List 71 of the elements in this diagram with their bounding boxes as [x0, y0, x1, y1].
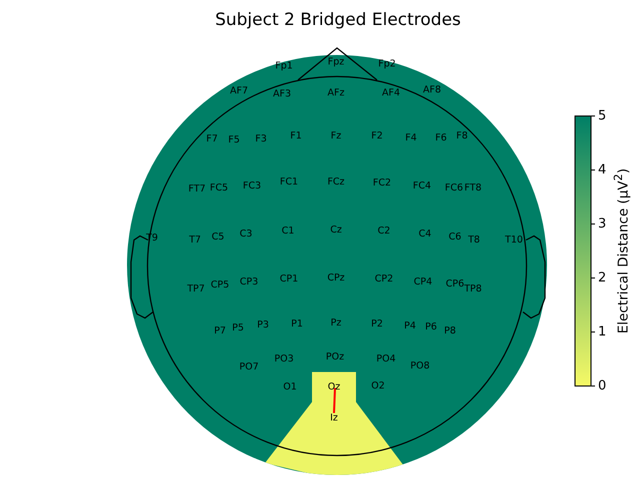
electrode-label: F6: [435, 133, 447, 143]
electrode-label: C4: [418, 229, 432, 239]
electrode-label: P3: [257, 320, 269, 330]
electrode-label: CP3: [240, 277, 258, 287]
electrode-label: T10: [505, 235, 523, 245]
electrode-label: AF3: [273, 89, 291, 99]
electrode-label: TP7: [187, 284, 205, 294]
tick-label: 2: [598, 272, 606, 284]
electrode-label: CP2: [374, 274, 394, 284]
electrode-label: C2: [378, 226, 390, 236]
electrode-label: AF4: [382, 88, 400, 98]
electrode-label: CP4: [414, 277, 432, 287]
electrode-label: PO3: [274, 354, 294, 364]
electrode-label: C5: [212, 232, 224, 242]
electrode-label: Oz: [328, 382, 340, 392]
electrode-label: CPz: [327, 273, 345, 283]
electrode-label: Iz: [330, 413, 338, 423]
tick-label: 0: [598, 380, 606, 392]
electrode-label: FC4: [412, 181, 432, 191]
electrode-label: PO4: [376, 354, 396, 364]
chart-title: Subject 2 Bridged Electrodes: [215, 12, 461, 29]
electrode-label: Fz: [330, 131, 342, 141]
electrode-label: Fp2: [378, 59, 396, 69]
electrode-label: FC1: [280, 177, 298, 187]
electrode-label: P4: [404, 321, 416, 331]
electrode-label: T7: [189, 235, 201, 245]
electrode-label: FC3: [242, 181, 262, 191]
electrode-label: F2: [371, 131, 383, 141]
tick-label: 4: [598, 164, 606, 176]
electrode-label: Pz: [330, 318, 342, 328]
electrode-label: CP1: [280, 274, 298, 284]
electrode-label: F5: [228, 135, 240, 145]
electrode-label: POz: [326, 352, 344, 362]
electrode-label: Fp1: [275, 61, 293, 71]
electrode-label: FT8: [464, 183, 482, 193]
electrode-label: FC5: [210, 183, 228, 193]
electrode-label: P2: [371, 319, 383, 329]
electrode-label: P1: [291, 319, 303, 329]
tick-label: 3: [598, 218, 606, 230]
electrode-label: PO7: [239, 362, 259, 372]
electrode-label: P5: [232, 323, 244, 333]
electrode-label: CP5: [210, 280, 230, 290]
electrode-label: F3: [255, 134, 267, 144]
electrode-label: FCz: [327, 177, 345, 187]
electrode-label: AFz: [328, 88, 344, 98]
electrode-label: T8: [468, 235, 480, 245]
electrode-label: O2: [371, 381, 385, 391]
electrode-label: F4: [405, 133, 417, 143]
electrode-label: O1: [283, 382, 297, 392]
electrode-label: P6: [425, 322, 437, 332]
electrode-label: PO8: [410, 361, 430, 371]
electrode-label: C3: [240, 229, 252, 239]
electrode-label: P7: [214, 326, 226, 336]
electrode-label: Fpz: [328, 57, 344, 67]
electrode-label: CP6: [446, 279, 464, 289]
electrode-label: AF8: [423, 85, 441, 95]
electrode-label: F1: [290, 131, 302, 141]
electrode-label: F8: [456, 131, 468, 141]
tick-label: 1: [598, 326, 606, 338]
electrode-label: AF7: [230, 86, 248, 96]
electrode-label: C6: [448, 232, 462, 242]
electrode-label: Cz: [330, 225, 342, 235]
electrode-label: FC6: [444, 183, 464, 193]
electrode-label: P8: [444, 326, 456, 336]
electrode-label: C1: [282, 226, 294, 236]
bridge-line: [333, 388, 336, 414]
electrode-label: FT7: [188, 184, 206, 194]
electrode-label: F7: [206, 134, 218, 144]
tick-label: 5: [598, 110, 606, 122]
electrode-label: TP8: [464, 284, 482, 294]
electrode-label: FC2: [372, 178, 392, 188]
